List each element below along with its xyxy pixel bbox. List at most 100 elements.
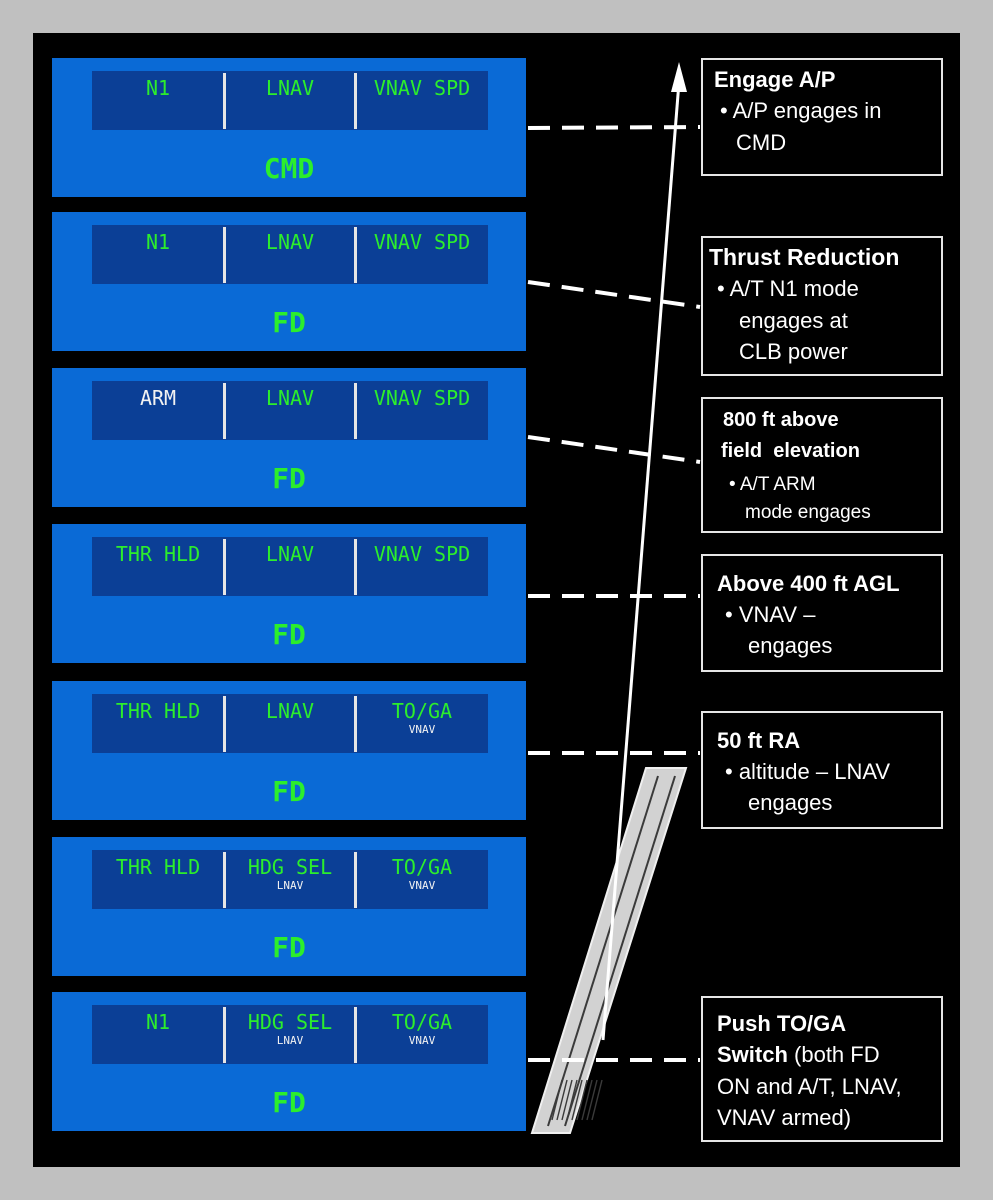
pitch-mode: VNAV SPD: [373, 386, 471, 410]
callout-text: (both FD: [787, 1042, 880, 1067]
fma-separator: [223, 73, 226, 129]
callout-text: CMD: [736, 130, 787, 155]
callout-title: Thrust Reduction: [709, 244, 900, 270]
afds-status: FD: [272, 1086, 306, 1119]
afds-status: FD: [272, 618, 306, 651]
roll-mode: HDG SEL: [247, 855, 333, 879]
fma-panel-takeoff-roll: THR HLD HDG SEL LNAV TO/GA VNAV FD: [52, 837, 526, 976]
fma-strip: THR HLD LNAV TO/GA VNAV: [92, 694, 488, 753]
fma-panel-toga-push: N1 HDG SEL LNAV TO/GA VNAV FD: [52, 992, 526, 1131]
fma-pitch-column: TO/GA VNAV: [356, 850, 488, 909]
fma-thrust-column: THR HLD: [92, 537, 224, 596]
pitch-mode: TO/GA: [391, 1010, 453, 1034]
callout-title: field elevation: [721, 440, 860, 462]
fma-roll-column: LNAV: [224, 225, 356, 284]
fma-separator: [354, 852, 357, 908]
fma-separator: [354, 539, 357, 595]
callout-title: 800 ft above: [723, 409, 839, 431]
fma-strip: N1 LNAV VNAV SPD: [92, 225, 488, 284]
roll-mode: LNAV: [265, 230, 315, 254]
callout-50ft: 50 ft RA • altitude – LNAV engages: [701, 711, 943, 829]
fma-pitch-column: VNAV SPD: [356, 381, 488, 440]
thrust-mode: N1: [145, 76, 171, 100]
pitch-mode: VNAV SPD: [373, 76, 471, 100]
fma-roll-column: LNAV: [224, 71, 356, 130]
fma-separator: [223, 696, 226, 752]
fma-panel-thrust-reduction: N1 LNAV VNAV SPD FD: [52, 212, 526, 351]
fma-pitch-column: TO/GA VNAV: [356, 694, 488, 753]
roll-mode: LNAV: [265, 76, 315, 100]
callout-title: Above 400 ft AGL: [717, 571, 900, 596]
fma-roll-column: LNAV: [224, 694, 356, 753]
callout-toga-push: Push TO/GA Switch (both FD ON and A/T, L…: [701, 996, 943, 1142]
fma-pitch-column: VNAV SPD: [356, 537, 488, 596]
fma-roll-column: HDG SEL LNAV: [224, 1005, 356, 1064]
roll-mode: LNAV: [265, 386, 315, 410]
callout-text: ON and A/T, LNAV,: [717, 1074, 902, 1099]
afds-status: FD: [272, 931, 306, 964]
pitch-armed-mode: VNAV: [408, 879, 436, 892]
thrust-mode: THR HLD: [115, 699, 201, 723]
callout-title: 50 ft RA: [717, 728, 801, 753]
fma-panel-cmd: N1 LNAV VNAV SPD CMD: [52, 58, 526, 197]
afds-status: FD: [272, 462, 306, 495]
callout-400ft: Above 400 ft AGL • VNAV – engages: [701, 554, 943, 672]
fma-thrust-column: N1: [92, 225, 224, 284]
pitch-armed-mode: VNAV: [408, 1034, 436, 1047]
afds-status: FD: [272, 775, 306, 808]
thrust-mode: THR HLD: [115, 855, 201, 879]
callout-thrust-reduction: Thrust Reduction • A/T N1 mode engages a…: [701, 236, 943, 376]
fma-pitch-column: TO/GA VNAV: [356, 1005, 488, 1064]
callout-text: • A/P engages in: [720, 98, 882, 123]
callout-title: Push TO/GA: [717, 1011, 847, 1036]
roll-mode: HDG SEL: [247, 1010, 333, 1034]
fma-separator: [354, 227, 357, 283]
fma-thrust-column: N1: [92, 1005, 224, 1064]
fma-separator: [354, 1007, 357, 1063]
fma-panel-400ft: THR HLD LNAV VNAV SPD FD: [52, 524, 526, 663]
fma-strip: THR HLD LNAV VNAV SPD: [92, 537, 488, 596]
afds-status: FD: [272, 306, 306, 339]
thrust-mode: THR HLD: [115, 542, 201, 566]
fma-strip: ARM LNAV VNAV SPD: [92, 381, 488, 440]
fma-separator: [354, 696, 357, 752]
fma-thrust-column: THR HLD: [92, 694, 224, 753]
fma-separator: [223, 539, 226, 595]
fma-roll-column: LNAV: [224, 537, 356, 596]
climb-path-arrow: [601, 62, 687, 1041]
thrust-mode: ARM: [139, 386, 177, 410]
pitch-mode: VNAV SPD: [373, 542, 471, 566]
afds-status: CMD: [263, 152, 315, 185]
pitch-mode: VNAV SPD: [373, 230, 471, 254]
fma-separator: [223, 227, 226, 283]
roll-armed-mode: LNAV: [276, 1034, 304, 1047]
callout-title: Switch: [717, 1042, 788, 1067]
fma-separator: [354, 383, 357, 439]
callout-text: engages at: [739, 308, 848, 333]
roll-armed-mode: LNAV: [276, 879, 304, 892]
callout-800ft: 800 ft above field elevation • A/T ARM m…: [701, 397, 943, 533]
fma-separator: [223, 383, 226, 439]
fma-thrust-column: N1: [92, 71, 224, 130]
fma-roll-column: LNAV: [224, 381, 356, 440]
fma-thrust-column: THR HLD: [92, 850, 224, 909]
callout-text: VNAV armed): [717, 1105, 852, 1130]
fma-roll-column: HDG SEL LNAV: [224, 850, 356, 909]
callout-text: mode engages: [745, 502, 871, 523]
callout-title: Engage A/P: [714, 67, 836, 92]
thrust-mode: N1: [145, 1010, 171, 1034]
fma-pitch-column: VNAV SPD: [356, 225, 488, 284]
callout-text: • VNAV –: [725, 602, 816, 627]
callout-text: • A/T ARM: [729, 474, 816, 495]
fma-separator: [223, 1007, 226, 1063]
pitch-mode: TO/GA: [391, 855, 453, 879]
callout-text: engages: [748, 790, 833, 815]
callout-engage-ap: Engage A/P • A/P engages in CMD: [701, 58, 943, 176]
pitch-armed-mode: VNAV: [408, 723, 436, 736]
callout-title-line: Switch (both FD: [717, 1042, 880, 1068]
fma-panel-50ft: THR HLD LNAV TO/GA VNAV FD: [52, 681, 526, 820]
fma-strip: N1 HDG SEL LNAV TO/GA VNAV: [92, 1005, 488, 1064]
fma-separator: [223, 852, 226, 908]
callout-leaders: [527, 125, 701, 1062]
fma-strip: THR HLD HDG SEL LNAV TO/GA VNAV: [92, 850, 488, 909]
